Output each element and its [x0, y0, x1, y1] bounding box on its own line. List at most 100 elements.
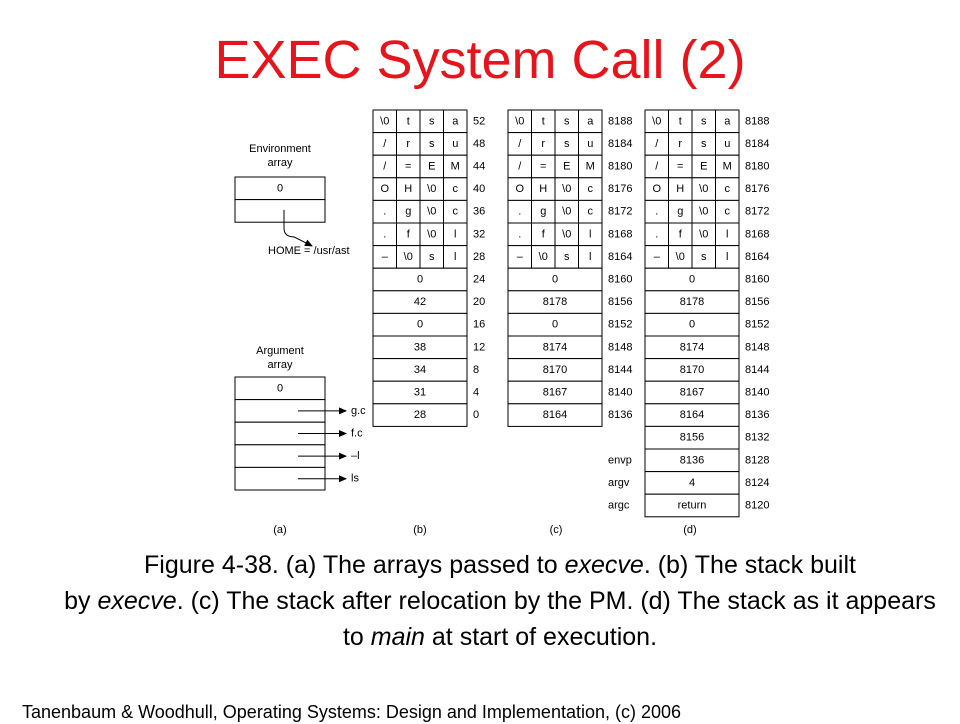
slide-title: EXEC System Call (2) [214, 30, 746, 90]
argument-target-1: f.c [351, 428, 363, 440]
panel-label-3: (d) [683, 524, 696, 536]
panel-c-char-3-3: c [588, 183, 594, 195]
panel-d-char-1-3: u [724, 138, 730, 150]
panel-c-char-5-0: . [518, 228, 521, 240]
panel-c-address-5: 8168 [608, 228, 632, 240]
panel-d-char-5-0: . [655, 228, 658, 240]
panel-d-address-0: 8188 [745, 115, 769, 127]
panel-d-char-0-1: t [679, 115, 682, 127]
panel-d-word-9: 4 [689, 477, 695, 489]
panel-c-address-11: 8144 [608, 364, 632, 376]
panel-d-char-0-2: s [701, 115, 707, 127]
panel-d-char-2-0: / [655, 161, 659, 173]
panel-c-word-cell [507, 403, 603, 427]
argument-target-2: –l [351, 450, 360, 462]
panel-b-word-6: 28 [414, 409, 426, 421]
panel-d-word-3: 8174 [680, 341, 704, 353]
panel-c-char-0-1: t [542, 115, 545, 127]
panel-d-address-5: 8168 [745, 228, 769, 240]
environment-pointer-arrow [283, 209, 313, 247]
panel-d-char-5-3: l [726, 228, 728, 240]
panel-c-address-3: 8176 [608, 183, 632, 195]
panel-d-char-3-3: c [725, 183, 731, 195]
panel-b-char-4-1: g [405, 206, 411, 218]
panel-b-char-5-2: \0 [427, 228, 436, 240]
panel-d-char-1-1: r [678, 138, 682, 150]
panel-c-address-9: 8152 [608, 319, 632, 331]
caption-line-1-segment-1: execve [564, 551, 644, 579]
panel-b-char-4-2: \0 [427, 206, 436, 218]
panel-b-char-5-0: . [383, 228, 386, 240]
panel-d-char-0-0: \0 [652, 115, 661, 127]
panel-c-char-4-0: . [518, 206, 521, 218]
panel-c-char-5-3: l [589, 228, 591, 240]
panel-c-word-0: 0 [552, 274, 558, 286]
panel-d-address-15: 8128 [745, 454, 769, 466]
panel-b-address-5: 32 [473, 228, 485, 240]
panel-d-word-7: 8156 [680, 432, 704, 444]
panel-b-address-13: 0 [473, 409, 479, 421]
panel-d-address-6: 8164 [745, 251, 769, 263]
panel-d-address-4: 8172 [745, 206, 769, 218]
panel-c-address-0: 8188 [608, 115, 632, 127]
panel-d-word-0: 0 [689, 274, 695, 286]
panel-b-word-3: 38 [414, 341, 426, 353]
panel-b-address-1: 48 [473, 138, 485, 150]
panel-d-address-16: 8124 [745, 477, 769, 489]
argument-target-0: g.c [351, 405, 366, 417]
panel-c-char-6-3: l [589, 251, 591, 263]
panel-c-address-10: 8148 [608, 341, 632, 353]
panel-c-char-2-1: = [540, 161, 546, 173]
panel-c-address-7: 8160 [608, 274, 632, 286]
environment-array-value-0: 0 [277, 182, 283, 194]
panel-b-address-8: 20 [473, 296, 485, 308]
caption-line-1: Figure 4-38. (a) The arrays passed to ex… [55, 547, 945, 583]
panel-b-address-0: 52 [473, 115, 485, 127]
panel-d-char-1-0: / [655, 138, 659, 150]
panel-d-word-5: 8167 [680, 387, 704, 399]
panel-b-address-4: 36 [473, 206, 485, 218]
panel-d-char-6-3: l [726, 251, 728, 263]
panel-b-char-0-0: \0 [380, 115, 389, 127]
panel-label-1: (b) [413, 524, 426, 536]
footer-credit: Tanenbaum & Woodhull, Operating Systems:… [22, 702, 682, 722]
panel-d-char-4-2: \0 [699, 206, 708, 218]
panel-b-char-0-3: a [452, 115, 459, 127]
panel-c-char-3-1: H [539, 183, 547, 195]
panel-d-address-1: 8184 [745, 138, 769, 150]
panel-b-address-9: 16 [473, 319, 485, 331]
panel-b-char-5-3: l [454, 228, 456, 240]
panel-c-char-2-3: M [586, 161, 595, 173]
panel-c-word-4: 8170 [543, 364, 567, 376]
panel-c-char-4-1: g [540, 206, 546, 218]
panel-c-char-0-2: s [564, 115, 570, 127]
environment-array-cell [234, 199, 326, 223]
panel-c-address-1: 8184 [608, 138, 632, 150]
panel-d-word-2: 0 [689, 319, 695, 331]
panel-d-word-4: 8170 [680, 364, 704, 376]
panel-c-char-1-3: u [587, 138, 593, 150]
panel-b-char-6-3: l [454, 251, 456, 263]
panel-d-char-4-1: g [677, 206, 683, 218]
panel-d-address-3: 8176 [745, 183, 769, 195]
panel-c-char-6-2: s [564, 251, 570, 263]
panel-d-word-8: 8136 [680, 454, 704, 466]
panel-c-address-2: 8180 [608, 161, 632, 173]
panel-d-char-4-0: . [655, 206, 658, 218]
panel-b-char-2-2: E [428, 161, 435, 173]
panel-b-char-1-1: r [406, 138, 410, 150]
panel-c-char-5-1: f [542, 228, 546, 240]
panel-b-word-cell [372, 403, 468, 427]
panel-d-char-0-3: a [724, 115, 731, 127]
panel-d-address-2: 8180 [745, 161, 769, 173]
panel-c-char-3-2: \0 [562, 183, 571, 195]
panel-c-char-5-2: \0 [562, 228, 571, 240]
argument-array-label-line-1: Argument [256, 345, 304, 357]
panel-b-word-4: 34 [414, 364, 426, 376]
panel-label-0: (a) [273, 524, 286, 536]
figure-caption: Figure 4-38. (a) The arrays passed to ex… [55, 547, 945, 655]
panel-d-word-cell [644, 493, 740, 518]
panel-d-char-6-2: s [701, 251, 707, 263]
